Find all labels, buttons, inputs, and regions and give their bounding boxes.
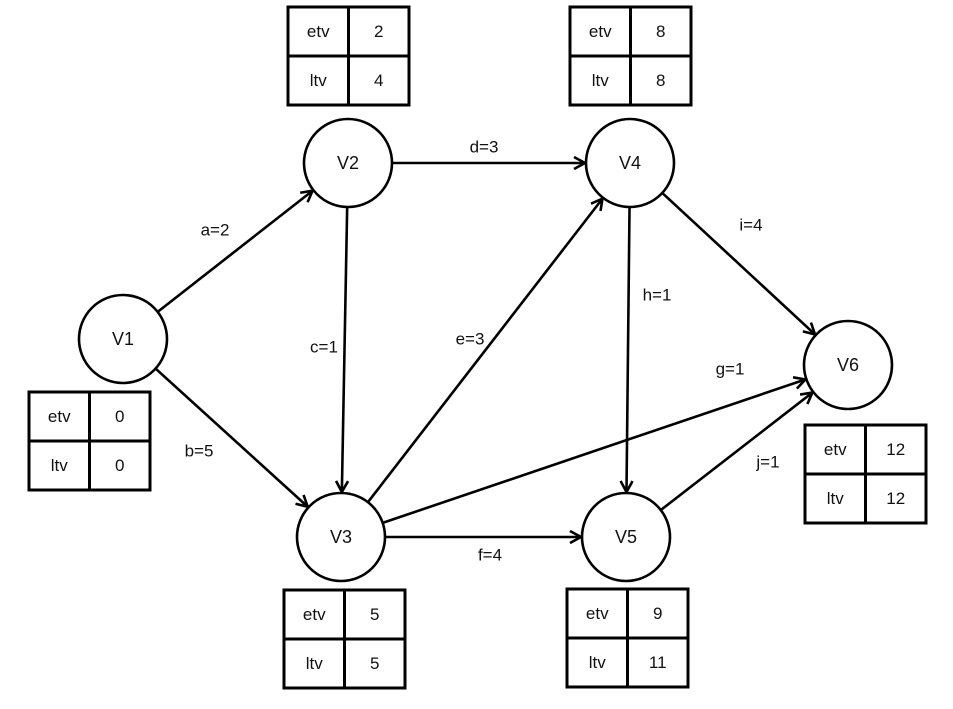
node-label: V4 bbox=[619, 153, 641, 173]
time-table-v6: etv 12 ltv 12 bbox=[803, 423, 928, 525]
node-v2: V2 bbox=[302, 117, 394, 209]
etv-label: etv bbox=[824, 440, 847, 459]
edge-v3-v4 bbox=[366, 199, 603, 503]
etv-value: 5 bbox=[370, 605, 379, 624]
edge-v1-v3 bbox=[154, 367, 308, 507]
time-table-v3: etv 5 ltv 5 bbox=[282, 588, 407, 690]
ltv-label: ltv bbox=[592, 71, 610, 90]
etv-label: etv bbox=[586, 604, 609, 623]
node-v1: V1 bbox=[77, 293, 169, 385]
time-table-v5: etv 9 ltv 11 bbox=[565, 587, 690, 689]
edge-v4-v6 bbox=[661, 191, 815, 335]
edge-label-v3-v4: e=3 bbox=[456, 329, 485, 348]
edge-label-v3-v5: f=4 bbox=[478, 545, 502, 564]
node-circle bbox=[580, 491, 672, 583]
ltv-label: ltv bbox=[589, 653, 607, 672]
node-label: V3 bbox=[330, 527, 352, 547]
edge-v1-v2 bbox=[156, 191, 313, 313]
node-circle bbox=[77, 293, 169, 385]
edge-v4-v5 bbox=[626, 206, 629, 492]
ltv-value: 12 bbox=[886, 489, 905, 508]
edge-v5-v6 bbox=[659, 393, 813, 512]
node-v3: V3 bbox=[295, 491, 387, 583]
edge-label-v2-v3: c=1 bbox=[310, 337, 338, 356]
etv-label: etv bbox=[48, 407, 71, 426]
edge-label-v1-v2: a=2 bbox=[201, 220, 230, 239]
node-label: V1 bbox=[112, 329, 134, 349]
ltv-value: 0 bbox=[115, 456, 124, 475]
etv-label: etv bbox=[307, 22, 330, 41]
ltv-value: 11 bbox=[649, 653, 667, 672]
time-table-v1: etv 0 ltv 0 bbox=[27, 390, 152, 492]
node-circle bbox=[802, 319, 894, 411]
ltv-value: 4 bbox=[374, 71, 383, 90]
etv-label: etv bbox=[303, 605, 326, 624]
ltv-label: ltv bbox=[51, 456, 69, 475]
edge-v2-v3 bbox=[342, 206, 347, 492]
node-label: V5 bbox=[615, 527, 637, 547]
ltv-label: ltv bbox=[310, 71, 328, 90]
time-table-v2: etv 2 ltv 4 bbox=[286, 5, 411, 107]
edge-label-v1-v3: b=5 bbox=[185, 441, 214, 460]
node-label: V2 bbox=[337, 153, 359, 173]
etv-value: 0 bbox=[115, 407, 124, 426]
etv-value: 9 bbox=[653, 604, 662, 623]
etv-value: 8 bbox=[656, 22, 665, 41]
etv-value: 2 bbox=[374, 22, 383, 41]
ltv-label: ltv bbox=[306, 654, 324, 673]
edge-label-v5-v6: j=1 bbox=[755, 452, 779, 471]
edge-label-v2-v4: d=3 bbox=[470, 137, 499, 156]
node-v5: V5 bbox=[580, 491, 672, 583]
etv-value: 12 bbox=[886, 440, 905, 459]
edge-label-v4-v5: h=1 bbox=[643, 285, 672, 304]
node-v6: V6 bbox=[802, 319, 894, 411]
node-v4: V4 bbox=[584, 117, 676, 209]
etv-label: etv bbox=[589, 22, 612, 41]
edge-v3-v6 bbox=[382, 379, 806, 525]
node-circle bbox=[295, 491, 387, 583]
node-circle bbox=[584, 117, 676, 209]
edge-label-v3-v6: g=1 bbox=[716, 359, 745, 378]
node-circle bbox=[302, 117, 394, 209]
ltv-label: ltv bbox=[827, 489, 845, 508]
edge-label-v4-v6: i=4 bbox=[739, 215, 762, 234]
node-label: V6 bbox=[837, 355, 859, 375]
ltv-value: 5 bbox=[370, 654, 379, 673]
ltv-value: 8 bbox=[656, 71, 665, 90]
time-table-v4: etv 8 ltv 8 bbox=[568, 5, 693, 107]
